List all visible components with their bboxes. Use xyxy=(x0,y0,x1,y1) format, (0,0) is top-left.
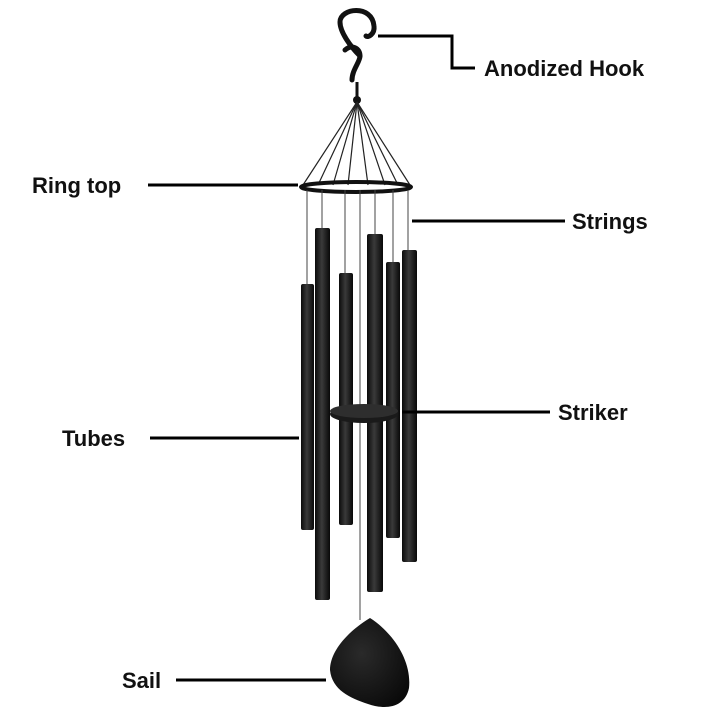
strings-label: Strings xyxy=(572,209,648,234)
leader-lines xyxy=(148,34,565,682)
tube-icon xyxy=(315,228,330,600)
tube-icon xyxy=(339,273,353,525)
ring-top-label: Ring top xyxy=(32,173,121,198)
tube-icon xyxy=(386,262,400,538)
suspension-strings xyxy=(302,101,411,186)
tube-icon xyxy=(402,250,417,562)
striker-label: Striker xyxy=(558,400,628,425)
hook-label: Anodized Hook xyxy=(484,56,645,81)
hook-leader-line xyxy=(378,34,475,70)
sail-icon xyxy=(330,618,410,707)
hook-icon xyxy=(337,8,377,104)
ring-top-icon xyxy=(299,180,413,194)
tubes-label: Tubes xyxy=(62,426,125,451)
tubes-group xyxy=(301,228,417,600)
striker-disc-icon xyxy=(330,404,398,423)
tube-icon xyxy=(301,284,314,530)
sail-label: Sail xyxy=(122,668,161,693)
